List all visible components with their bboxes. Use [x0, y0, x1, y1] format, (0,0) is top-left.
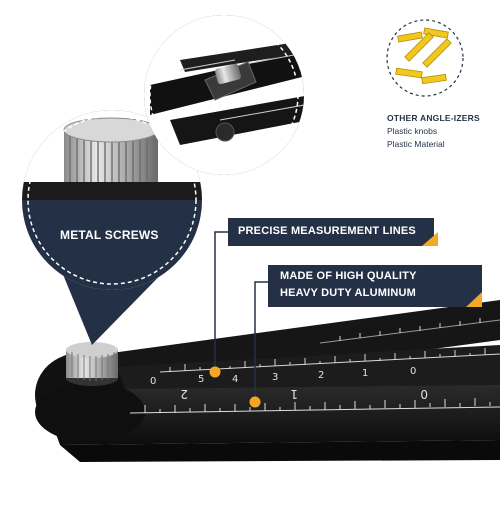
ruler-number: 2 [180, 387, 188, 401]
yellow-ruler-icon [386, 19, 464, 97]
ruler-number: 5 [198, 374, 204, 385]
ruler-number: 1 [362, 368, 368, 379]
aluminum-label-line2: HEAVY DUTY ALUMINUM [280, 287, 417, 299]
ruler-number: 0 [420, 387, 428, 401]
ruler-number: 2 [318, 370, 324, 381]
precise-lines-banner [228, 218, 434, 246]
top-detail-callout [144, 15, 304, 175]
aluminum-label-line1: MADE OF HIGH QUALITY [280, 270, 417, 282]
upper-ruler-numbers: 0 5 4 3 2 1 0 [150, 366, 416, 387]
plastic-material-text: Plastic Material [387, 139, 445, 149]
ruler-number: 3 [272, 372, 278, 383]
metal-screws-callout [22, 110, 202, 345]
metal-screws-label: METAL SCREWS [60, 228, 159, 242]
other-angle-izers-title: OTHER ANGLE-IZERS [387, 113, 480, 123]
aluminum-dot [249, 396, 261, 408]
ruler-number: 0 [410, 366, 416, 377]
ruler-number: 4 [232, 374, 238, 385]
callout-banners [228, 218, 482, 307]
aluminum-orange-triangle [466, 292, 482, 307]
precise-lines-orange-triangle [422, 232, 438, 246]
ruler-number: 1 [290, 387, 298, 401]
lower-ruler-ticks [129, 398, 500, 414]
ruler-number: 0 [150, 376, 156, 387]
main-knob [66, 342, 118, 386]
measurement-dot [209, 366, 221, 378]
lower-ruler-numbers: 2 1 0 [180, 387, 428, 401]
callout-pointers [209, 231, 268, 408]
aluminum-banner [268, 265, 482, 307]
precise-lines-label: PRECISE MEASUREMENT LINES [238, 225, 416, 237]
plastic-knobs-text: Plastic knobs [387, 126, 438, 136]
